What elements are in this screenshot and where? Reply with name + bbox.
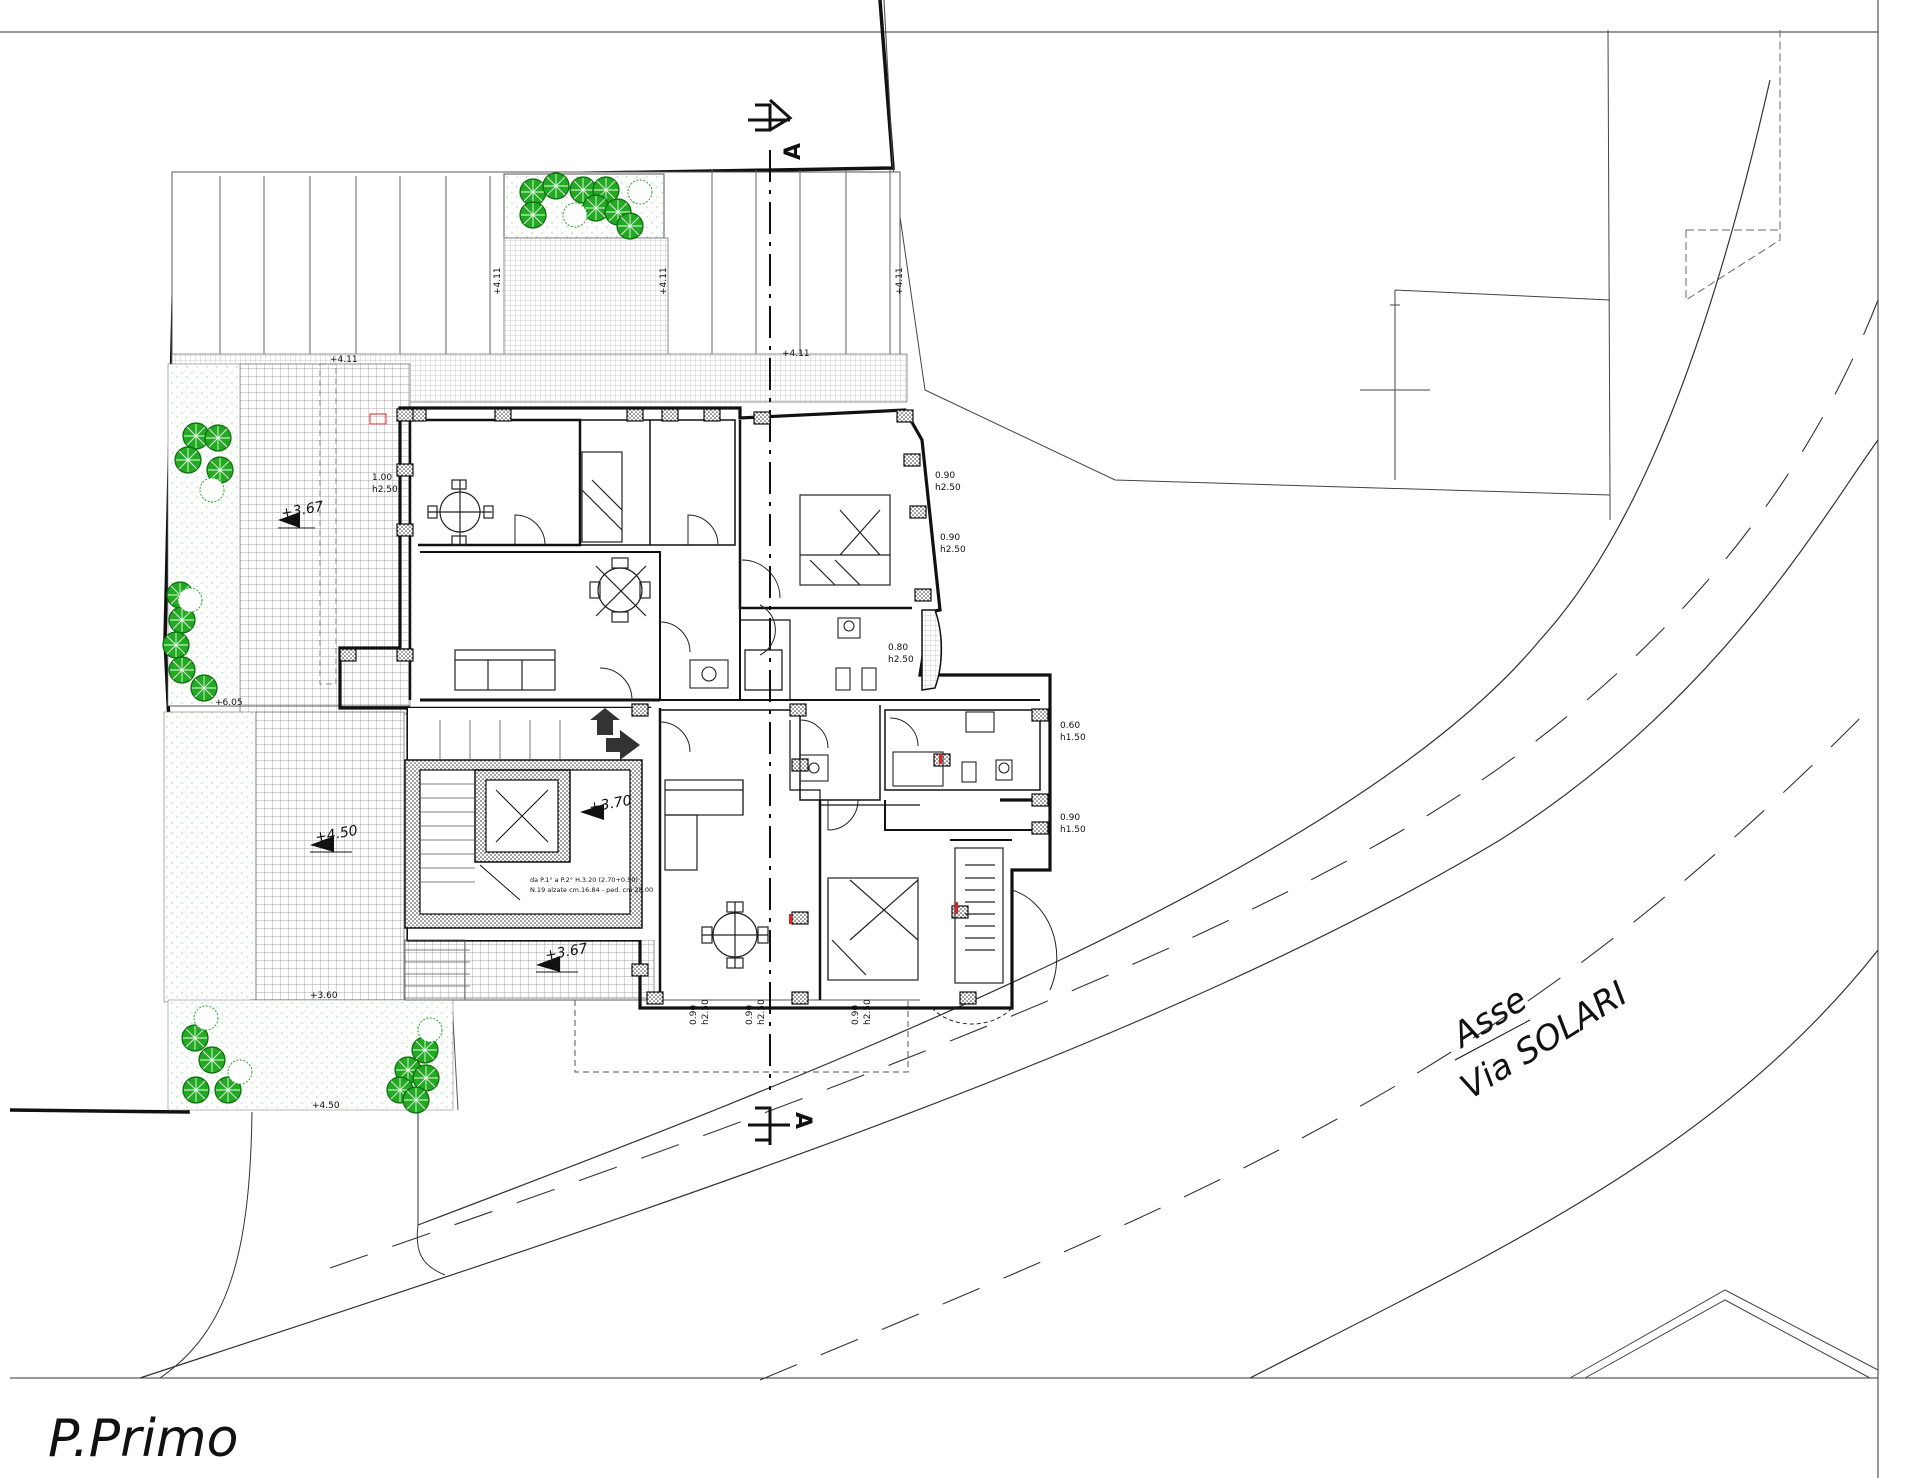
- window-dim-1-w: 1.00: [372, 473, 392, 483]
- window-dim-3-h: h2.50: [940, 545, 966, 555]
- level-marks: +3.67 +4.50 +3.70 +3.67: [278, 499, 633, 973]
- section-mark-bottom: A: [790, 1112, 815, 1129]
- terrace-label-6: +6.05: [215, 698, 243, 708]
- section-mark-top: A: [781, 143, 806, 160]
- street-label: Asse Via SOLARI: [1444, 974, 1635, 1108]
- terrace-label-4: +4.11: [330, 355, 358, 365]
- window-dim-2-w: 0.90: [935, 471, 955, 481]
- window-dim-5-h: h1.50: [1060, 733, 1086, 743]
- window-dim-3-w: 0.90: [940, 533, 960, 543]
- bottom-dimensions: 0.90 h2.50 0.90 h2.50 0.90 h2.50: [689, 999, 873, 1025]
- terrace-labels: +4.11 +4.11 +4.11 +4.11 +4.11 +6.05 +3.6…: [215, 267, 905, 1111]
- bottom-dim-5: 0.90: [851, 1005, 861, 1025]
- window-dim-5-w: 0.60: [1060, 721, 1080, 731]
- bottom-dim-6: h2.50: [863, 999, 873, 1025]
- page-title: P.Primo: [48, 1409, 238, 1469]
- terrace-label-3: +4.11: [895, 267, 905, 295]
- terrace-label-5: +4.11: [782, 349, 810, 359]
- level-mark-4: +3.67: [544, 941, 589, 964]
- stair-note-line2: N.19 alzate cm.16.84 - ped. cm 28.00: [530, 886, 653, 894]
- terrace-label-2: +4.11: [659, 267, 669, 295]
- window-dim-2-h: h2.50: [935, 483, 961, 493]
- window-dim-1-h: h2.50: [372, 485, 398, 495]
- window-dim-6-w: 0.90: [1060, 813, 1080, 823]
- terrace-label-1: +4.11: [493, 267, 503, 295]
- terrace-label-8: +4.50: [312, 1101, 340, 1111]
- level-mark-1: +3.67: [280, 499, 325, 522]
- level-mark-2: +4.50: [314, 823, 359, 846]
- bottom-dim-3: 0.90: [745, 1005, 755, 1025]
- window-dim-4-w: 0.80: [888, 643, 908, 653]
- bottom-dim-2: h2.50: [701, 999, 711, 1025]
- window-dim-4-h: h2.50: [888, 655, 914, 665]
- level-mark-3: +3.70: [588, 793, 633, 816]
- stair-note: da P.1° a P.2° H.3.20 (2.70+0.50) N.19 a…: [530, 876, 653, 894]
- section-marks: A A: [781, 143, 815, 1129]
- window-dim-6-h: h1.50: [1060, 825, 1086, 835]
- stair-note-line1: da P.1° a P.2° H.3.20 (2.70+0.50): [530, 876, 638, 884]
- window-dimensions: 1.00 h2.50 0.90 h2.50 0.90 h2.50 0.80 h2…: [372, 471, 1086, 835]
- bottom-dim-4: h2.50: [757, 999, 767, 1025]
- bottom-dim-1: 0.90: [689, 1005, 699, 1025]
- terrace-label-7: +3.60: [310, 991, 338, 1001]
